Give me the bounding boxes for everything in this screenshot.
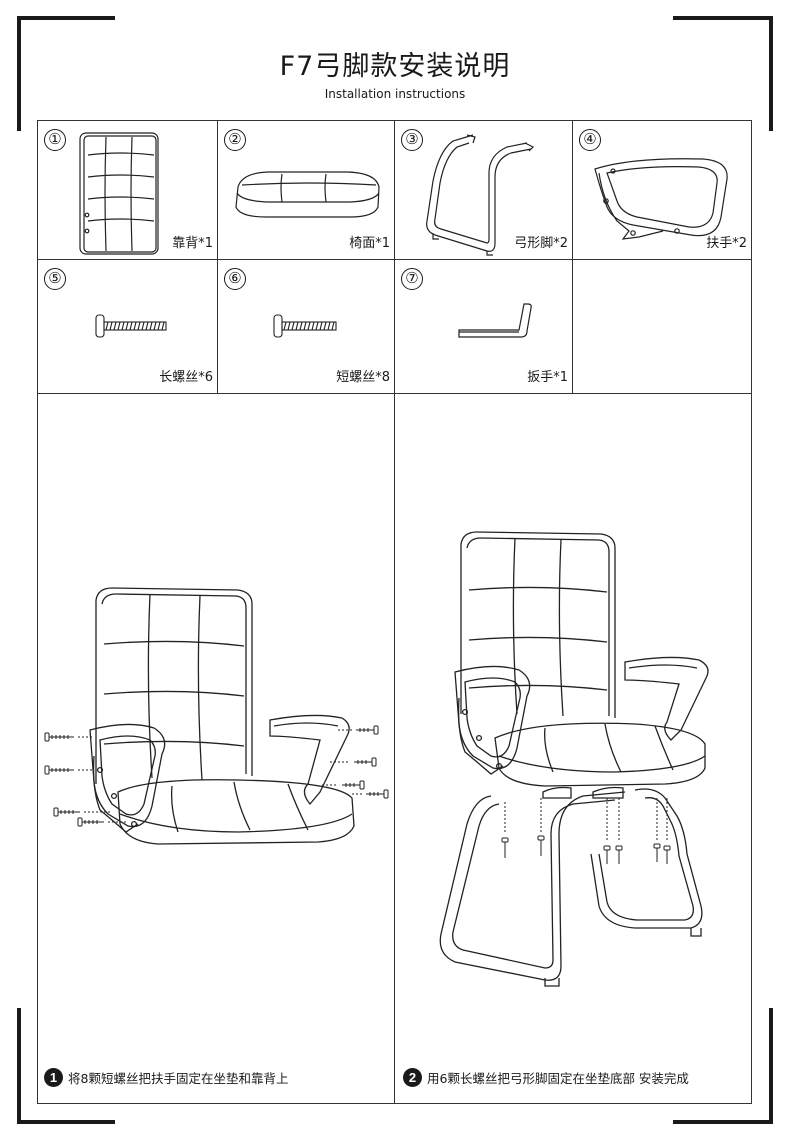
grid-line bbox=[572, 120, 573, 394]
part-label: 扳手*1 bbox=[527, 370, 568, 385]
part-cell-bow-legs: ③ 弓形脚*2 bbox=[395, 121, 572, 259]
part-number: ① bbox=[44, 129, 66, 151]
step-text: 将8颗短螺丝把扶手固定在坐垫和靠背上 bbox=[68, 1071, 289, 1086]
page-title: F7弓脚款安装说明 bbox=[279, 51, 511, 82]
seat-cushion-icon bbox=[235, 171, 380, 218]
grid-line bbox=[217, 120, 218, 394]
part-cell-short-screw: ⑥ 短螺丝*8 bbox=[218, 260, 394, 393]
allen-wrench-icon bbox=[458, 303, 532, 338]
corner-bracket-tr-h bbox=[673, 16, 773, 20]
part-label: 椅面*1 bbox=[349, 236, 390, 251]
step-1-instruction: 1 将8颗短螺丝把扶手固定在坐垫和靠背上 bbox=[44, 1068, 288, 1087]
step-number-badge: 1 bbox=[44, 1068, 63, 1087]
part-cell-seat: ② 椅面*1 bbox=[218, 121, 394, 259]
grid-line bbox=[37, 259, 752, 260]
part-number: ⑤ bbox=[44, 268, 66, 290]
part-number: ⑦ bbox=[401, 268, 423, 290]
part-cell-long-screw: ⑤ 长螺丝*6 bbox=[38, 260, 217, 393]
part-label: 扶手*2 bbox=[706, 236, 747, 251]
page-subtitle: Installation instructions bbox=[324, 87, 466, 101]
step-2-illustration: 2 用6颗长螺丝把弓形脚固定在坐垫底部 安装完成 bbox=[395, 394, 751, 1104]
part-cell-backrest: ① 靠背*1 bbox=[38, 121, 217, 259]
part-number: ⑥ bbox=[224, 268, 246, 290]
step-1-illustration: 1 将8颗短螺丝把扶手固定在坐垫和靠背上 bbox=[38, 394, 394, 1104]
corner-bracket-tl-v bbox=[17, 16, 21, 131]
leg-assembly-icon bbox=[439, 531, 709, 987]
corner-bracket-br-h bbox=[673, 1120, 773, 1124]
part-number: ② bbox=[224, 129, 246, 151]
corner-bracket-bl-h bbox=[17, 1120, 115, 1124]
step-number-badge: 2 bbox=[403, 1068, 422, 1087]
part-cell-wrench: ⑦ 扳手*1 bbox=[395, 260, 572, 393]
part-number: ③ bbox=[401, 129, 423, 151]
long-screw-icon bbox=[95, 314, 167, 338]
part-label: 长螺丝*6 bbox=[159, 370, 213, 385]
armrest-assembly-icon bbox=[44, 587, 389, 845]
grid-line bbox=[37, 393, 752, 394]
part-label: 靠背*1 bbox=[172, 236, 213, 251]
part-label: 弓形脚*2 bbox=[514, 236, 568, 251]
armrest-icon bbox=[594, 158, 728, 240]
corner-bracket-tr-v bbox=[769, 16, 773, 131]
corner-bracket-br-v bbox=[769, 1008, 773, 1124]
bow-leg-icon bbox=[426, 134, 535, 256]
corner-bracket-bl-v bbox=[17, 1008, 21, 1124]
short-screw-icon bbox=[273, 314, 337, 338]
part-number: ④ bbox=[579, 129, 601, 151]
part-label: 短螺丝*8 bbox=[336, 370, 390, 385]
step-2-instruction: 2 用6颗长螺丝把弓形脚固定在坐垫底部 安装完成 bbox=[403, 1068, 689, 1087]
step-text: 用6颗长螺丝把弓形脚固定在坐垫底部 安装完成 bbox=[427, 1071, 689, 1086]
backrest-icon bbox=[79, 132, 159, 255]
part-cell-armrest: ④ 扶手*2 bbox=[573, 121, 751, 259]
corner-bracket-tl-h bbox=[17, 16, 115, 20]
grid-line bbox=[394, 120, 395, 1104]
